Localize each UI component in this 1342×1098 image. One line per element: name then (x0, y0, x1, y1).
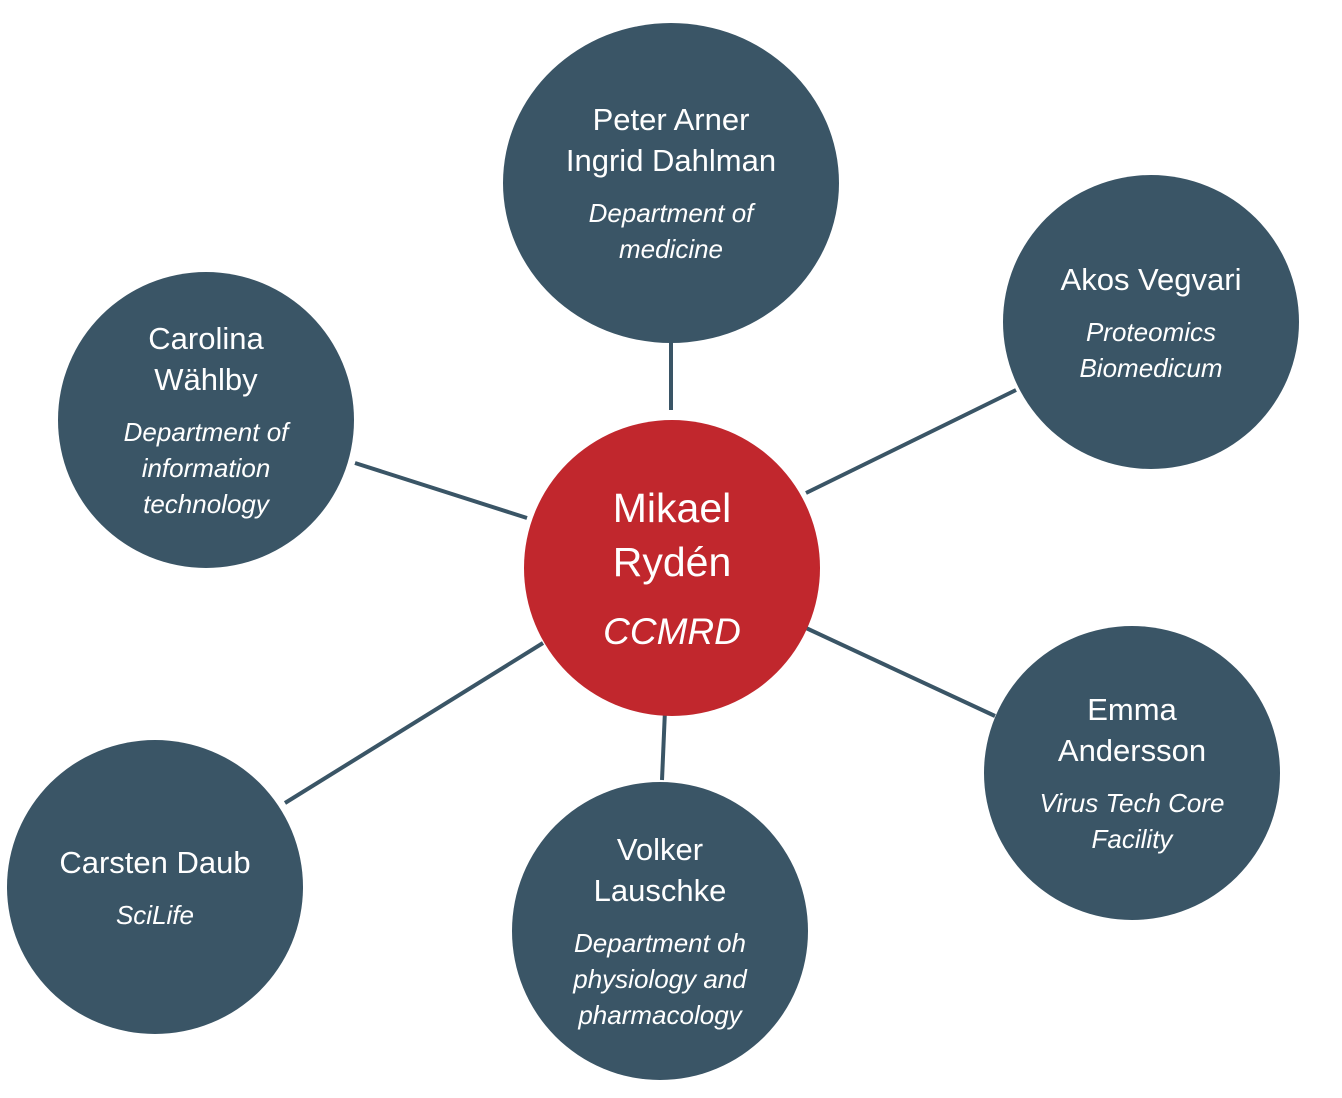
node-arner-dahlman: Peter Arner Ingrid Dahlman Department of… (503, 23, 839, 343)
connector-andersson (805, 626, 996, 718)
node-name: Volker Lauschke (593, 832, 727, 908)
node-dept: Proteomics Biomedicum (1079, 316, 1223, 383)
node-dept: Department of medicine (588, 198, 754, 264)
node-name: Akos Vegvari (1060, 261, 1242, 297)
connector-daub (283, 641, 545, 805)
node-name: Carsten Daub (59, 844, 251, 880)
center-name: Mikael Rydén (612, 485, 732, 585)
node-dept: Virus Tech Core Facility (1039, 788, 1225, 854)
node-dept: Department oh physiology and pharmacolog… (573, 928, 747, 1030)
node-wahlby: Carolina Wählby Department of informatio… (58, 272, 354, 568)
node-vegvari: Akos Vegvari Proteomics Biomedicum (1003, 175, 1299, 469)
connector-wahlby (354, 461, 528, 520)
node-name: Peter Arner Ingrid Dahlman (565, 102, 777, 178)
node-lauschke: Volker Lauschke Department oh physiology… (512, 782, 808, 1080)
node-andersson: Emma Andersson Virus Tech Core Facility (984, 626, 1280, 920)
node-name: Carolina Wählby (148, 321, 264, 397)
node-dept: Department of information technology (123, 417, 289, 519)
node-daub: Carsten Daub SciLife (7, 740, 303, 1034)
connector-vegvari (805, 388, 1017, 495)
center-node: Mikael Rydén CCMRD (524, 420, 820, 716)
center-dept: CCMRD (603, 611, 741, 652)
node-name: Emma Andersson (1057, 692, 1207, 768)
node-dept: SciLife (115, 899, 195, 930)
connector-lauschke (660, 709, 667, 781)
